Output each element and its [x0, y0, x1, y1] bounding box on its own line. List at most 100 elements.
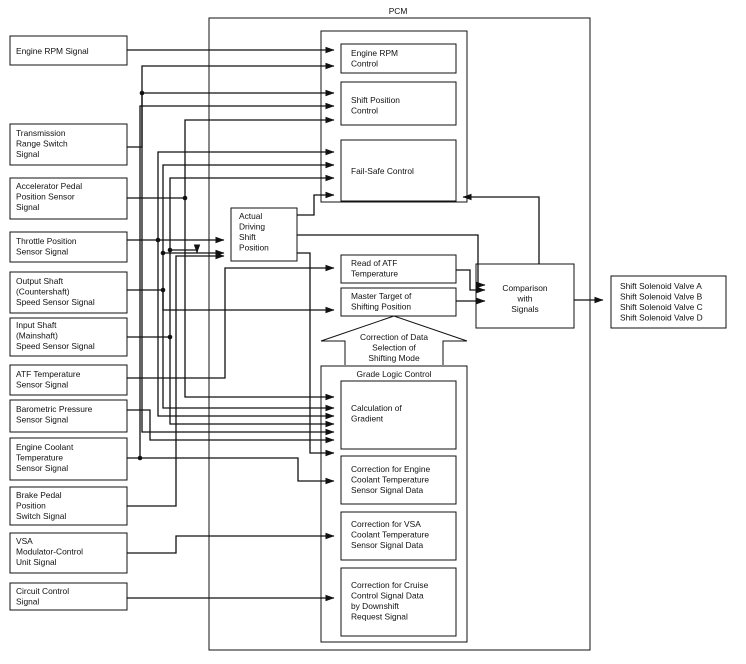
block-shift-position-control	[340, 81, 457, 126]
input-label-in3-line: Signal	[16, 202, 39, 212]
input-box-circuit-control	[9, 582, 128, 611]
input-label-in9-line: Engine Coolant	[16, 442, 74, 452]
junction-dot	[160, 250, 166, 256]
input-label-in8-line: Barometric Pressure	[16, 404, 93, 414]
block-label-corr_engine_coolant-line: Coolant Temperature	[351, 475, 429, 485]
block-label-calc_gradient-line: Gradient	[351, 414, 384, 424]
block-label-comparison-line: Comparison	[502, 283, 547, 293]
block-label-actual_driving_shift_position-line: Driving	[239, 222, 265, 232]
junction-dot	[182, 195, 188, 201]
wire-transmission-range-fail-safe	[141, 93, 335, 436]
block-label-actual_driving_shift_position-line: Position	[239, 243, 269, 253]
block-fail-safe-control	[340, 139, 457, 202]
input-label-in12-line: Signal	[16, 597, 39, 607]
block-label-calc_gradient-line: Calculation of	[351, 403, 402, 413]
input-label-in1: Engine RPM Signal	[16, 46, 89, 56]
grade-logic-frame	[320, 365, 468, 643]
block-comparison	[475, 263, 575, 329]
block-read-atf-temperature	[340, 254, 457, 284]
block-label-read_atf_temp-line: Read of ATF	[351, 258, 397, 268]
input-box-engine-rpm	[9, 35, 128, 66]
input-label-in9-line: Sensor Signal	[16, 463, 68, 473]
input-label-in5: Output Shaft(Countershaft)Speed Sensor S…	[16, 276, 95, 307]
block-label-comparison-line: Signals	[511, 304, 538, 314]
input-label-in2-line: Range Switch	[16, 139, 68, 149]
junction-dot	[137, 455, 143, 461]
correction-note-line: Selection of	[372, 343, 416, 353]
block-label-corr_engine_coolant-line: Sensor Signal Data	[351, 485, 424, 495]
input-label-in5-line: Output Shaft	[16, 276, 64, 286]
input-label-in6-line: Input Shaft	[16, 320, 57, 330]
input-box-vsa-modulator	[9, 532, 128, 574]
input-box-input-shaft	[9, 317, 128, 357]
output-label-shift-solenoids: Shift Solenoid Valve A Shift Solenoid Val…	[620, 281, 703, 323]
block-correction-engine-coolant	[340, 455, 457, 505]
input-box-throttle-position	[9, 231, 128, 263]
input-label-in2-line: Signal	[16, 149, 39, 159]
input-label-in10-line: Position	[16, 501, 46, 511]
wire-accelerator-shift-control	[127, 116, 335, 199]
block-label-corr_cruise-line: Correction for Cruise	[351, 580, 429, 590]
wire-comparison-fail-safe	[462, 193, 540, 264]
input-label-in12-line: Circuit Control	[16, 586, 69, 596]
block-label-corr_vsa-line: Sensor Signal Data	[351, 540, 424, 550]
input-label-in6-line: (Mainshaft)	[16, 331, 58, 341]
wire-actual-shift-fail-safe	[297, 191, 335, 216]
wire-throttle-gradient	[157, 240, 335, 420]
input-label-in11-line: VSA	[16, 536, 33, 546]
block-label-master_target-line: Master Target of	[351, 291, 412, 301]
input-label-in5-line: Speed Sensor Signal	[16, 297, 95, 307]
block-correction-cruise	[340, 567, 457, 637]
output-label-shift-solenoids-line: Shift Solenoid Valve A	[620, 281, 702, 291]
block-label-corr_engine_coolant-line: Correction for Engine	[351, 464, 430, 474]
output-label-shift-solenoids-line: Shift Solenoid Valve D	[620, 313, 703, 323]
input-label-in4-line: Throttle Position	[16, 236, 77, 246]
junction-dot	[167, 247, 173, 253]
control-group-frame	[320, 30, 468, 203]
block-label-actual_driving_shift_position-line: Actual	[239, 211, 262, 221]
wire-actual-shift-comparison	[297, 234, 486, 289]
wire-junction-dots	[137, 90, 188, 461]
input-label-in3-line: Position Sensor	[16, 192, 75, 202]
input-box-output-shaft	[9, 271, 128, 314]
wire-throttle-fail-safe	[157, 148, 335, 240]
block-correction-vsa	[340, 511, 457, 561]
input-label-in9-line: Temperature	[16, 453, 63, 463]
input-label-in10-line: Brake Pedal	[16, 490, 62, 500]
block-label-corr_vsa-line: Coolant Temperature	[351, 530, 429, 540]
wire-actual-shift-gradient	[297, 252, 335, 457]
pcm-label: PCM	[389, 6, 408, 16]
input-label-in11-line: Unit Signal	[16, 557, 57, 567]
block-label-corr_cruise-line: by Downshift	[351, 601, 400, 611]
block-engine-rpm-control	[340, 43, 457, 74]
block-label-corr_vsa-line: Correction for VSA	[351, 519, 421, 529]
wire-vsa-correction	[127, 532, 335, 554]
block-actual-driving-shift-position	[230, 207, 298, 262]
correction-note-line: Shifting Mode	[368, 353, 420, 363]
pcm-blocks	[230, 43, 727, 637]
input-label-in5-line: (Countershaft)	[16, 287, 70, 297]
block-label-comparison-line: with	[517, 294, 533, 304]
block-label-master_target-line: Shifting Position	[351, 302, 411, 312]
wire-atf-read-comparison	[456, 269, 486, 294]
signal-wires	[127, 46, 604, 602]
